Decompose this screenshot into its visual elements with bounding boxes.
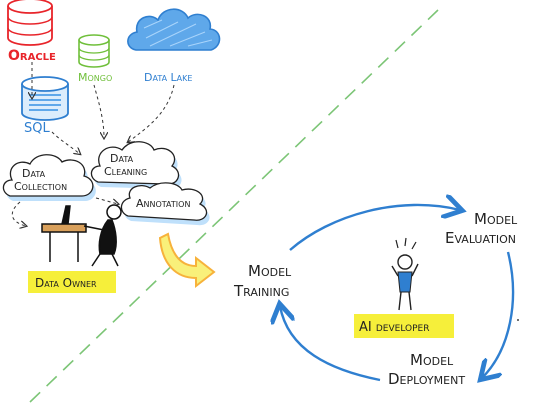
- model-evaluation-label-2: Evaluation: [445, 229, 516, 247]
- data-lake-label: Data Lake: [144, 71, 192, 84]
- annotation-node: Annotation: [120, 182, 210, 226]
- data-cleaning-label-2: Cleaning: [104, 165, 147, 178]
- ai-developer-highlight: [354, 314, 454, 338]
- ai-developer-label: AI developer: [359, 320, 429, 335]
- mongo-database-icon: [78, 34, 110, 68]
- data-collection-node: Data Collection: [2, 154, 96, 201]
- model-training-label-2: Training: [233, 282, 289, 300]
- data-lake-cloud-icon: [127, 8, 221, 51]
- oracle-database-icon: [7, 0, 53, 46]
- cycle-arrows: [280, 205, 515, 380]
- data-collection-label-1: Data: [22, 167, 46, 180]
- data-owner-label: Data Owner: [35, 276, 97, 290]
- data-cleaning-node: Data Cleaning: [90, 141, 182, 190]
- mongo-label: Mongo: [78, 71, 112, 84]
- model-deployment-label-2: Deployment: [388, 370, 465, 388]
- oracle-label: Oracle: [8, 48, 56, 64]
- data-lake-scribble: [143, 19, 213, 47]
- data-collection-label-2: Collection: [14, 180, 67, 193]
- model-training-label-1: Model: [248, 262, 292, 280]
- handoff-arrow: [158, 232, 216, 289]
- sql-database-icon: [21, 76, 69, 121]
- sql-label: SQL: [24, 121, 50, 136]
- data-cleaning-label-1: Data: [110, 152, 134, 165]
- annotation-label: Annotation: [136, 197, 190, 210]
- data-owner-figure: [41, 204, 122, 267]
- model-evaluation-label-1: Model: [474, 210, 518, 228]
- model-deployment-label-1: Model: [410, 351, 454, 369]
- ai-developer-figure: [391, 237, 419, 311]
- source-arrows: [11, 62, 175, 226]
- dot: [517, 319, 519, 321]
- data-owner-highlight: [28, 271, 116, 293]
- divider-line: [29, 9, 439, 403]
